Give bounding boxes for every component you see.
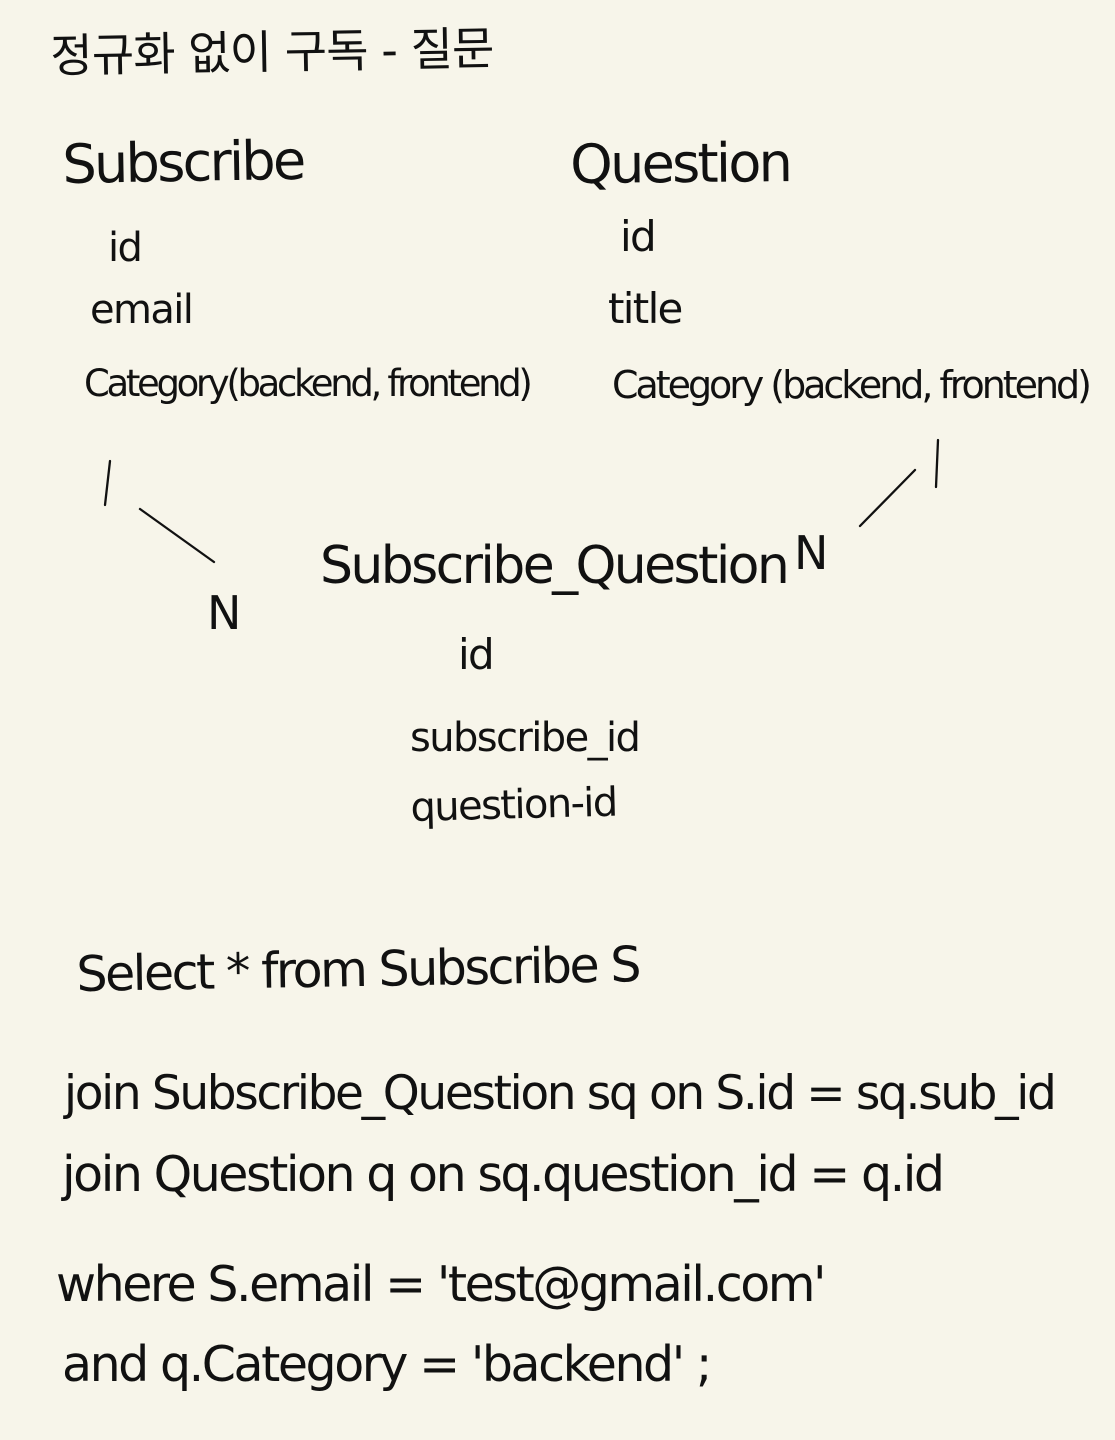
query-line-1: Select * from Subscribe S — [75, 936, 640, 1003]
question-to-join-connector — [858, 468, 917, 528]
subscribe-question-subscribe-id-field: subscribe_id — [410, 715, 641, 761]
question-many-label: N — [794, 526, 828, 580]
query-line-5: and q.Category = 'backend' ; — [62, 1336, 712, 1393]
subscribe-one-mark — [103, 459, 112, 507]
subscribe-id-field: id — [108, 225, 143, 271]
question-id-field: id — [620, 212, 657, 261]
subscribe-many-label: N — [207, 586, 241, 640]
question-category-field: Category (backend, frontend) — [612, 363, 1092, 407]
subscribe-category-field: Category(backend, frontend) — [84, 362, 533, 405]
subscribe-to-join-connector — [138, 507, 216, 564]
subscribe-question-entity-name: Subscribe_Question — [320, 536, 790, 596]
question-one-mark — [934, 438, 940, 489]
subscribe-question-question-id-field: question-id — [409, 779, 618, 831]
query-line-2: join Subscribe_Question sq on S.id = sq.… — [64, 1066, 1057, 1121]
subscribe-question-id-field: id — [458, 630, 495, 679]
question-title-field: title — [608, 284, 683, 333]
query-line-4: where S.email = 'test@gmail.com' — [56, 1256, 826, 1313]
subscribe-email-field: email — [90, 287, 194, 333]
query-line-3: join Question q on sq.question_id = q.id — [62, 1146, 945, 1203]
